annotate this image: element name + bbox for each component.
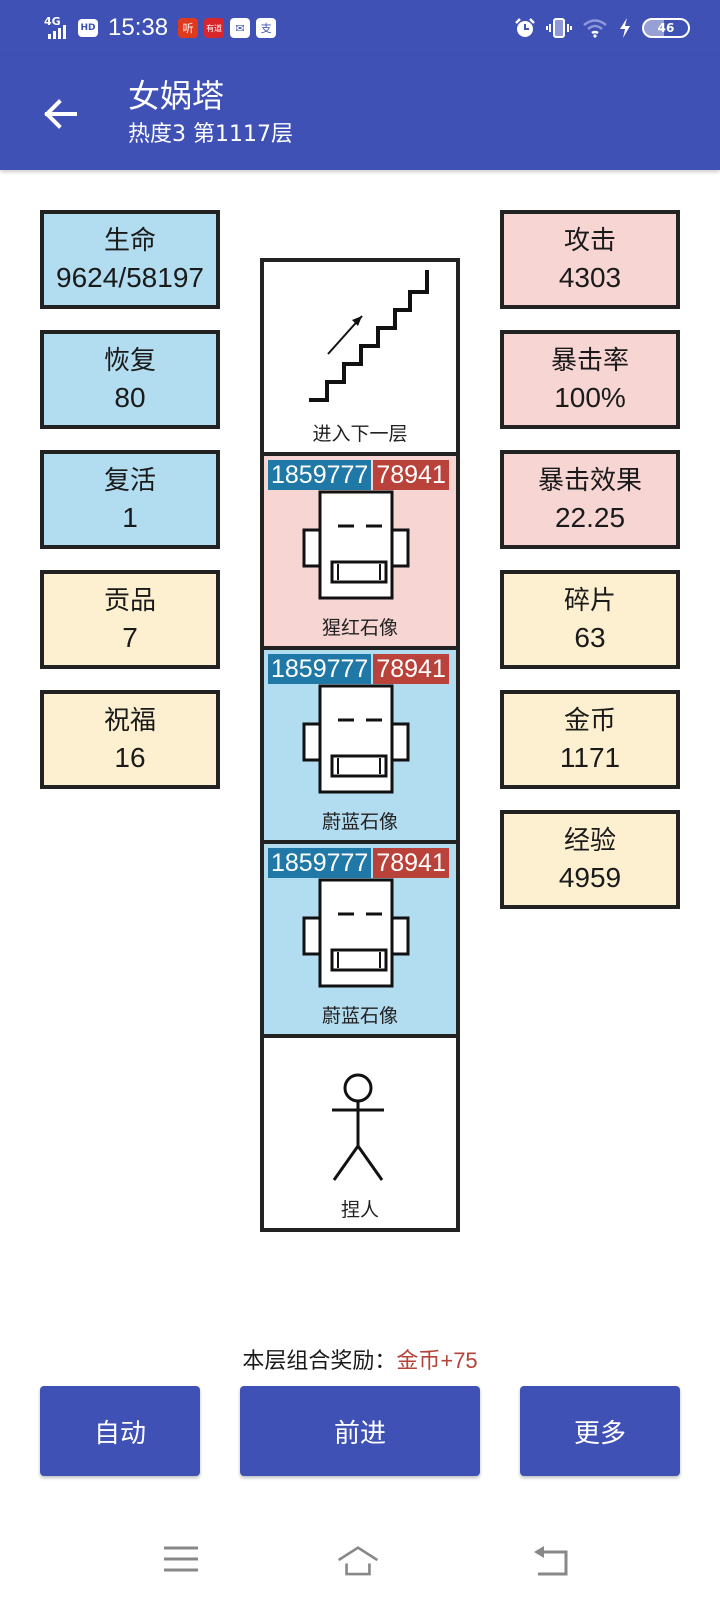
system-nav-bar [0, 1520, 720, 1600]
reward-value: 金币+75 [396, 1348, 478, 1373]
clock: 15:38 [108, 14, 169, 41]
tower-cell-caption: 猩红石像 [321, 617, 398, 639]
monster-attack: 78941 [373, 654, 449, 684]
stone-statue-icon [302, 490, 410, 600]
tower-cell-caption: 进入下一层 [312, 423, 408, 445]
monster-hp: 1859777 [268, 654, 372, 684]
youdao-app-icon: 有道 [204, 18, 225, 38]
network-type: 4G [44, 15, 61, 28]
monster-stats: 1859777 78941 [268, 848, 449, 878]
page-title: 女娲塔 [128, 77, 225, 115]
stone-statue-icon [302, 684, 410, 794]
stat-value: 63 [574, 621, 606, 653]
stat-value: 22.25 [554, 501, 626, 533]
stat-value: 4303 [558, 261, 622, 293]
more-button[interactable]: 更多 [520, 1386, 680, 1476]
stat-card-experience: 经验 4959 [500, 810, 680, 909]
monster-hp: 1859777 [268, 848, 372, 878]
stat-label: 恢复 [103, 345, 156, 376]
hd-voice-icon: HD [78, 19, 98, 37]
stat-value: 16 [114, 741, 146, 773]
stat-label: 攻击 [563, 225, 616, 256]
stat-value: 7 [122, 621, 138, 653]
stat-card-crit-rate: 暴击率 100% [500, 330, 680, 429]
stat-label: 暴击率 [550, 345, 629, 376]
stat-label: 经验 [563, 825, 616, 856]
stat-value: 100% [554, 381, 626, 413]
monster-stats: 1859777 78941 [268, 654, 449, 684]
cellular-signal-icon: 4G [44, 15, 72, 41]
stat-label: 贡品 [103, 585, 156, 616]
back-nav-icon[interactable] [530, 1542, 574, 1578]
stat-value: 9624/58197 [56, 261, 204, 293]
menu-icon[interactable] [160, 1542, 204, 1578]
forward-button[interactable]: 前进 [240, 1386, 480, 1476]
alipay-app-icon: 支 [256, 18, 277, 38]
stat-value: 80 [114, 381, 146, 413]
status-bar: 4G HD 15:38 听 有道 ✉ 支 46 [0, 0, 720, 56]
tower-cell-monster[interactable]: 1859777 78941 猩红石像 [260, 452, 460, 650]
stat-label: 生命 [103, 225, 156, 256]
stat-card-gold: 金币 1171 [500, 690, 680, 789]
stick-figure-icon [332, 1073, 384, 1181]
stat-card-blessing: 祝福 16 [40, 690, 220, 789]
charging-icon [620, 18, 630, 38]
reward-label: 本层组合奖励： [242, 1349, 397, 1374]
stat-label: 碎片 [563, 585, 616, 616]
wifi-icon [583, 19, 607, 38]
tower-cell-caption: 捏人 [340, 1199, 379, 1221]
arrow-left-icon [44, 99, 77, 129]
stat-card-crit-damage: 暴击效果 22.25 [500, 450, 680, 549]
stat-card-hp: 生命 9624/58197 [40, 210, 220, 309]
alarm-icon [515, 18, 535, 37]
tower-cell-player[interactable]: 捏人 [260, 1034, 460, 1232]
stat-label: 暴击效果 [537, 465, 642, 496]
stat-label: 复活 [103, 465, 156, 496]
auto-button[interactable]: 自动 [40, 1386, 200, 1476]
vibrate-icon [546, 18, 572, 38]
floor-reward: 本层组合奖励：金币+75 [0, 1346, 720, 1377]
back-button[interactable] [38, 92, 82, 136]
app-bar: 女娲塔 热度3 第1117层 [0, 56, 720, 170]
monster-attack: 78941 [373, 848, 449, 878]
stat-value: 1 [122, 501, 138, 533]
tower-cell-caption: 蔚蓝石像 [321, 811, 398, 833]
tower-cell-monster[interactable]: 1859777 78941 蔚蓝石像 [260, 646, 460, 844]
mail-app-icon: ✉ [230, 18, 251, 38]
tower-cell-stairs[interactable]: 进入下一层 [260, 258, 460, 456]
page-subtitle: 热度3 第1117层 [128, 122, 293, 147]
monster-attack: 78941 [373, 460, 449, 490]
stairs-icon [309, 270, 429, 402]
stat-card-revive: 复活 1 [40, 450, 220, 549]
stone-statue-icon [302, 878, 410, 988]
stat-label: 金币 [563, 705, 616, 736]
stat-value: 4959 [558, 861, 622, 893]
listen-app-icon: 听 [178, 18, 199, 38]
home-icon[interactable] [336, 1542, 380, 1578]
stat-card-attack: 攻击 4303 [500, 210, 680, 309]
battery-indicator: 46 [642, 18, 690, 38]
stat-card-fragments: 碎片 63 [500, 570, 680, 669]
tower-cell-caption: 蔚蓝石像 [321, 1005, 398, 1027]
monster-stats: 1859777 78941 [268, 460, 449, 490]
tower-cell-monster[interactable]: 1859777 78941 蔚蓝石像 [260, 840, 460, 1038]
monster-hp: 1859777 [268, 460, 372, 490]
stat-card-regen: 恢复 80 [40, 330, 220, 429]
stat-label: 祝福 [103, 705, 156, 736]
stat-card-tribute: 贡品 7 [40, 570, 220, 669]
tower-column: 进入下一层 1859777 78941 猩红石像 1859777 78941 [260, 258, 460, 1232]
stat-value: 1171 [559, 741, 621, 773]
